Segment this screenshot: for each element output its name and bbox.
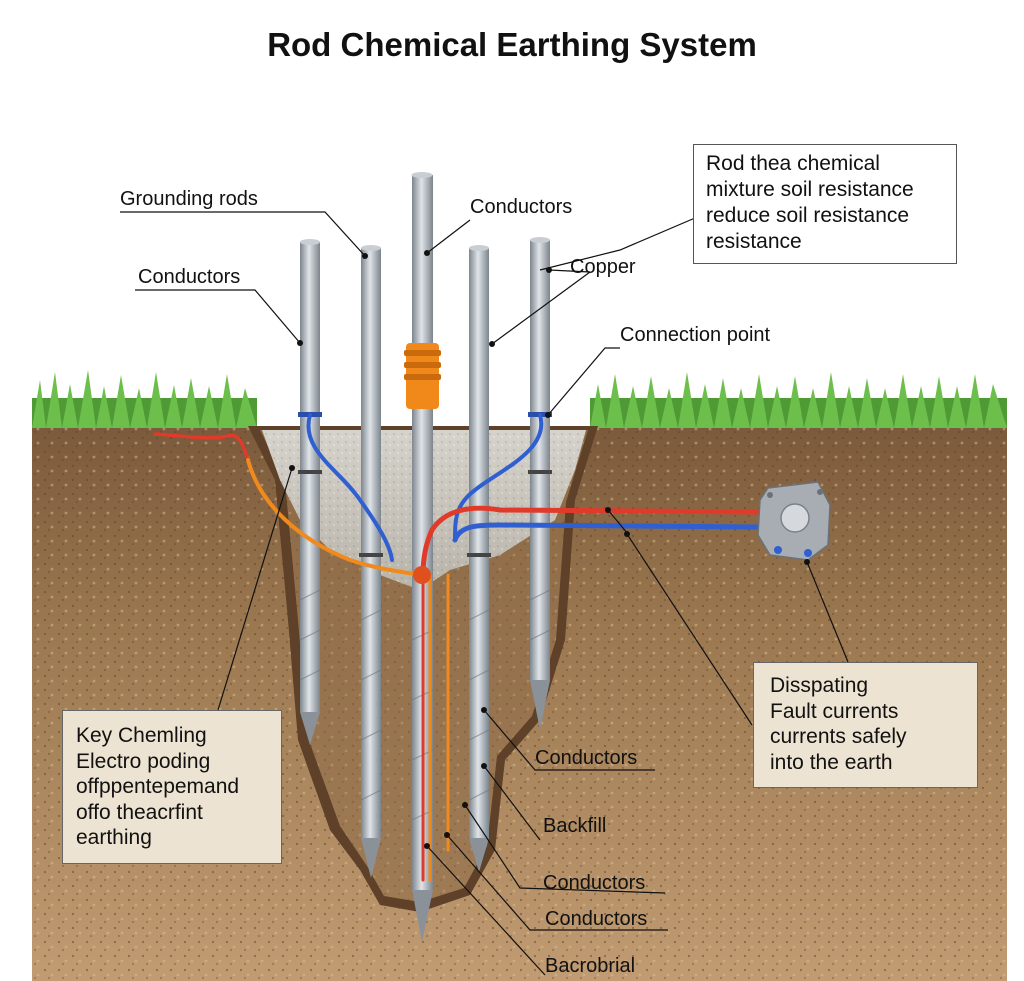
centre-junction <box>413 566 431 584</box>
grass-left <box>32 370 257 428</box>
callout-dissipating-line: Fault currents <box>770 699 899 723</box>
blue-wire-right <box>453 413 544 542</box>
callout-key-chemling-line: Electro poding <box>76 749 211 773</box>
label-backfill: Backfill <box>543 815 607 837</box>
conductor-wires <box>153 413 763 882</box>
leader-lines <box>120 211 849 976</box>
copper-coupling <box>404 343 441 409</box>
label-conductors-left: Conductors <box>138 266 241 288</box>
grass-right <box>590 372 1007 428</box>
rod-2 <box>361 245 381 878</box>
label-copper: Copper <box>570 256 636 278</box>
callout-key-chemling-line: Key Chemling <box>76 724 207 747</box>
callout-chemical-mixture-line: reduce soil resistance <box>706 204 910 227</box>
callout-key-chemling-line: offppentepemand <box>76 775 240 798</box>
diagram-title: Rod Chemical Earthing System <box>267 26 757 63</box>
red-wire-left <box>153 432 250 462</box>
callout-dissipating-line: into the earth <box>770 750 893 774</box>
label-conductors-r3: Conductors <box>545 908 648 930</box>
callout-key-chemling-line: earthing <box>76 826 152 849</box>
callout-dissipating-line: currents safely <box>770 725 907 748</box>
label-grounding-rods: Grounding rods <box>120 188 258 210</box>
callout-chemical-mixture: Rod thea chemical mixture soil resistanc… <box>693 144 957 264</box>
label-conductors-r1: Conductors <box>535 747 638 769</box>
callout-key-chemling: Key Chemling Electro poding offppentepem… <box>62 710 282 864</box>
callout-chemical-mixture-line: mixture soil resistance <box>706 178 914 201</box>
label-conductors-top: Conductors <box>470 196 573 218</box>
label-conductors-r2: Conductors <box>543 872 646 894</box>
blue-wire-feed <box>452 522 763 543</box>
rod-5 <box>530 237 550 730</box>
callout-key-chemling-line: offo theacrfint <box>76 800 203 824</box>
callout-chemical-mixture-line: Rod thea chemical <box>706 152 880 175</box>
blue-wire-left <box>306 413 394 562</box>
rod-4 <box>469 245 489 872</box>
callout-chemical-mixture-line: resistance <box>706 230 802 253</box>
label-connection-point: Connection point <box>620 324 771 346</box>
label-bacrobrial: Bacrobrial <box>545 955 636 977</box>
rod-1 <box>300 239 320 745</box>
red-wire-feed <box>420 505 763 578</box>
callout-dissipating: Disspating Fault currents currents safel… <box>753 662 978 788</box>
connection-box <box>757 481 831 561</box>
leader-dots <box>289 250 810 849</box>
orange-wire-left <box>246 458 422 577</box>
callout-dissipating-line: Disspating <box>770 674 869 697</box>
